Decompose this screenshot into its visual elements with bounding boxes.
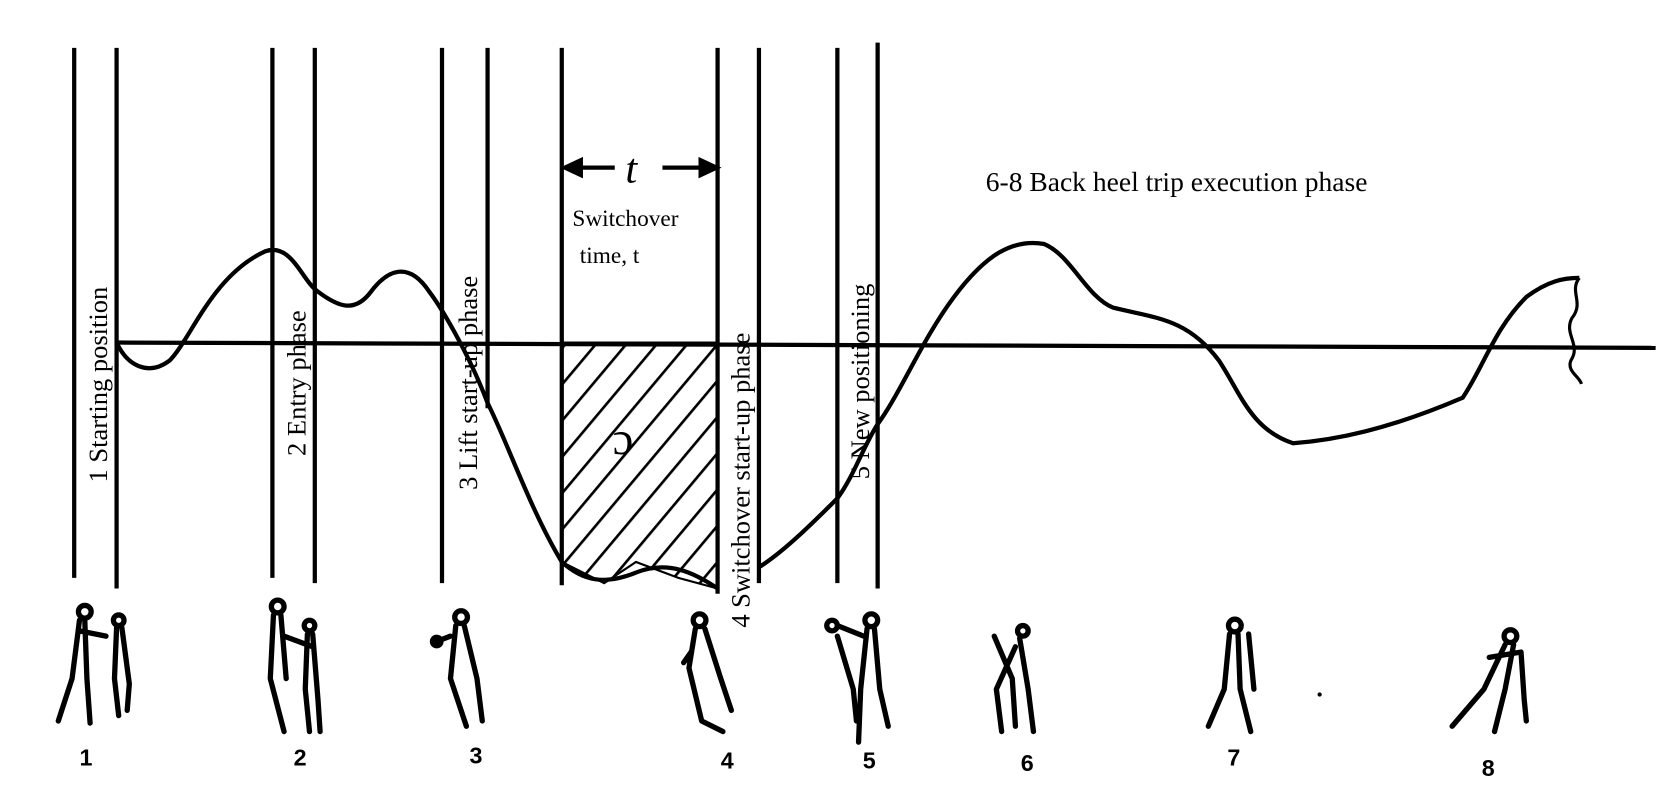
figure-number-8: 8 — [1482, 755, 1495, 781]
figure-7 — [1205, 616, 1257, 735]
figure-4 — [681, 611, 735, 735]
figure-number-3: 3 — [470, 742, 483, 768]
stray-dot — [1317, 692, 1322, 697]
phase-label-2: 2 Entry phase — [281, 310, 311, 456]
figure-2 — [267, 597, 323, 735]
figure-number-2: 2 — [294, 744, 307, 770]
switchover-label-line1: Switchover — [572, 206, 678, 232]
figure-5 — [824, 611, 891, 745]
force-curve — [114, 240, 1580, 591]
figure-8 — [1449, 627, 1529, 735]
figure-6 — [991, 622, 1037, 735]
figure-number-4: 4 — [721, 748, 734, 774]
phase-label-4: 4 Switchover start-up phase — [725, 333, 755, 628]
figure-3 — [429, 608, 485, 729]
phase-label-5: 5 New positioning — [845, 284, 875, 480]
area-symbol: ɔ — [613, 413, 634, 465]
figure-number-1: 1 — [79, 744, 92, 770]
phase-label-3: 3 Lift start-up phase — [453, 276, 483, 490]
switchover-hatched-area — [560, 341, 719, 590]
switchover-symbol: t — [625, 146, 638, 193]
baseline-axis — [116, 340, 1656, 350]
switchover-arrow — [559, 156, 722, 179]
phase-boundaries — [72, 42, 880, 594]
switchover-label-line2: time, t — [580, 243, 640, 269]
curve-end-marker — [1568, 276, 1583, 385]
execution-phase-label: 6-8 Back heel trip execution phase — [986, 166, 1368, 197]
figure-number-5: 5 — [863, 748, 876, 774]
figure-number-6: 6 — [1021, 750, 1034, 776]
phase-label-1: 1 Starting position — [83, 287, 113, 483]
figure-number-7: 7 — [1227, 744, 1240, 770]
wrestler-figures — [55, 597, 1529, 745]
figure-1 — [55, 602, 132, 726]
